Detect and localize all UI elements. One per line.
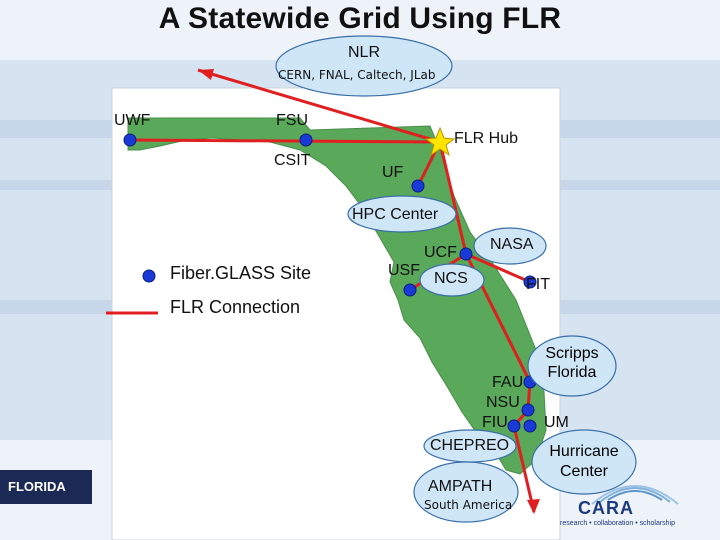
site-ucf: [459, 247, 473, 261]
bubble-hpc: [347, 195, 457, 233]
bubble-scripps: [527, 335, 617, 397]
label-scripps: Scripps Florida: [545, 345, 599, 381]
footer-banner: FLORIDA INTE: [0, 470, 92, 504]
arrowhead-ampath: [527, 499, 540, 514]
site-fsu: [299, 133, 313, 147]
bubble-ampath: [413, 461, 519, 523]
bubble-hurricane: [531, 429, 637, 495]
label-nsu: NSU: [486, 394, 520, 411]
bubble-nlr: [275, 35, 453, 97]
cara-tagline: research • collaboration • scholarship: [560, 520, 676, 527]
label-usf: USF: [388, 262, 420, 279]
site-fiu: [507, 419, 521, 433]
label-um: UM: [544, 414, 569, 431]
label-nasa: NASA: [490, 236, 534, 253]
link-fiu-ampath: [512, 425, 536, 513]
site-usf: [403, 283, 417, 297]
nlr-label: NLR: [348, 44, 381, 61]
bubble-nasa: [473, 227, 547, 265]
label-uwf: UWF: [114, 112, 151, 129]
arrowhead-nlr: [198, 69, 214, 80]
legend-site-label: Fiber.GLASS Site: [170, 263, 312, 283]
label-chepreo: CHEPREO: [430, 437, 510, 454]
label-fit: FIT: [526, 276, 550, 293]
legend-connection-label: FLR Connection: [170, 297, 301, 317]
label-ncs: NCS: [434, 270, 468, 287]
label-uf: UF: [382, 164, 404, 181]
link-hub-nlr: [197, 68, 441, 144]
site-uwf: [123, 133, 137, 147]
label-hpc-center: HPC Center: [352, 206, 439, 223]
link-ucf-fit: [465, 252, 531, 284]
flr-hub-star: [424, 126, 456, 157]
page-title: A Statewide Grid Using FLR: [158, 2, 562, 35]
bubbles: [275, 35, 637, 523]
label-csit: CSIT: [274, 152, 311, 169]
label-ampath: AMPATH: [428, 478, 493, 495]
cara-logo-icon: [591, 485, 679, 505]
site-um: [523, 419, 537, 433]
label-fiu: FIU: [482, 414, 508, 431]
label-south-america: South America: [424, 498, 513, 512]
label-fsu: FSU: [276, 112, 308, 129]
site-fit: [523, 275, 537, 289]
legend-site-dot: [142, 269, 156, 283]
site-uf: [411, 179, 425, 193]
site-nsu: [521, 403, 535, 417]
label-flr-hub: FLR Hub: [454, 130, 519, 147]
label-hurricane-center: Hurricane Center: [549, 443, 619, 480]
label-ucf: UCF: [424, 244, 457, 261]
link-uwf-hub: [127, 138, 441, 144]
label-fau: FAU: [492, 374, 524, 391]
bubble-ncs: [419, 263, 485, 297]
nlr-sub-label: CERN, FNAL, Caltech, JLab: [278, 68, 436, 82]
cara-logo-text: CARA: [578, 498, 634, 518]
link-hub-ucf: [438, 141, 468, 255]
